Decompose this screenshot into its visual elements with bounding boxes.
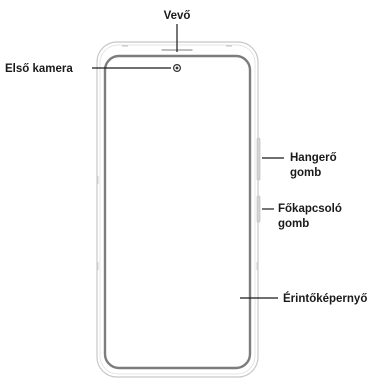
power-button — [256, 195, 261, 223]
volume-button-label-line1: Hangerő — [290, 152, 337, 164]
touchscreen-area — [103, 54, 252, 370]
volume-button-label-line2: gomb — [290, 167, 321, 179]
volume-button — [256, 137, 261, 181]
power-button-label-line2: gomb — [278, 218, 309, 230]
front-camera-lens — [175, 66, 179, 70]
phone-illustration — [96, 41, 261, 378]
front-camera-label: Első kamera — [5, 63, 73, 75]
power-button-label-line1: Főkapcsoló — [278, 203, 342, 215]
callout-lines — [92, 24, 284, 299]
touchscreen-label: Érintőképernyő — [283, 292, 367, 305]
callout-labels: Vevő Első kamera Hangerő gomb Főkapcsoló… — [5, 10, 367, 305]
receiver-label: Vevő — [164, 10, 191, 22]
